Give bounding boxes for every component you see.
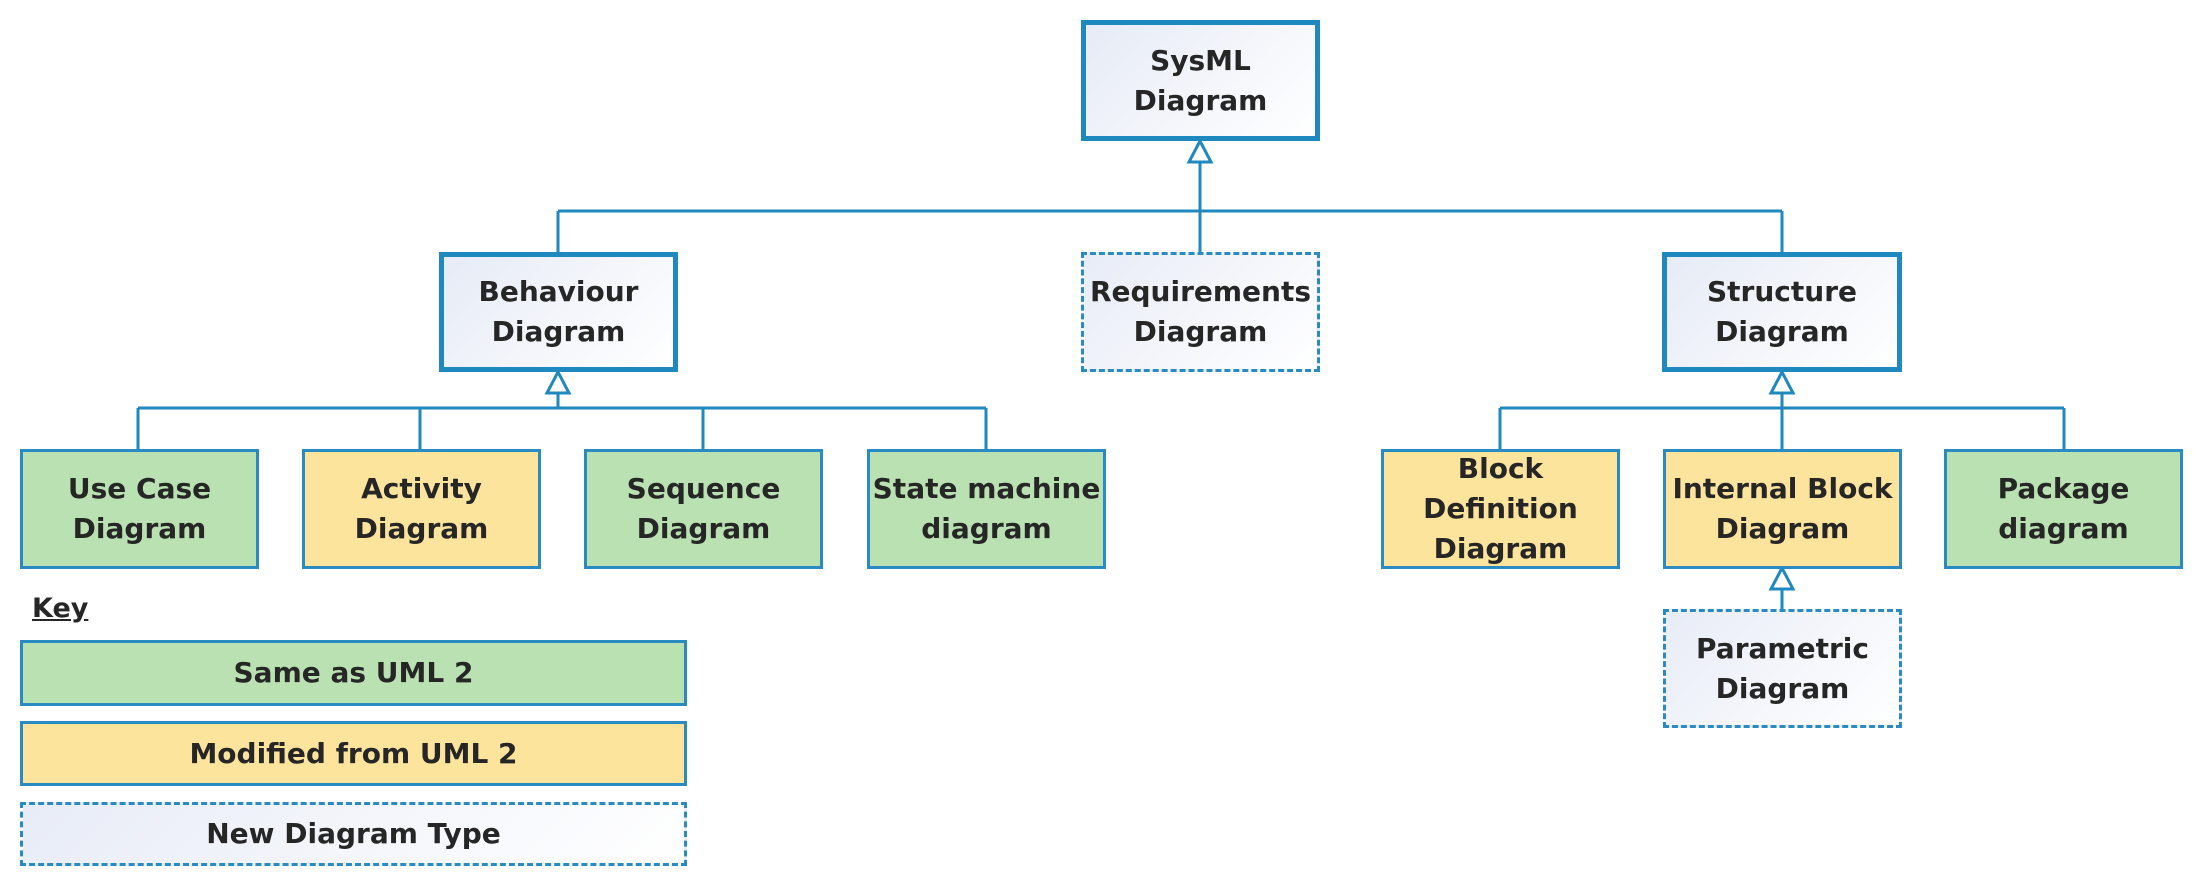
use-case-diagram-box: Use Case Diagram <box>20 449 259 569</box>
generalization-arrowhead-root <box>1186 137 1214 164</box>
key-modified-from-uml2: Modified from UML 2 <box>20 721 687 786</box>
requirements-diagram-label: Requirements Diagram <box>1089 275 1312 348</box>
state-machine-diagram-label: State machine diagram <box>872 472 1101 545</box>
parametric-diagram-label: Parametric Diagram <box>1696 631 1869 705</box>
sequence-diagram-box: Sequence Diagram <box>584 449 823 569</box>
state-machine-diagram-box: State machine diagram <box>867 449 1106 569</box>
key-title: Key <box>32 593 89 624</box>
sequence-diagram-label: Sequence Diagram <box>626 472 781 545</box>
activity-diagram-label: Activity Diagram <box>354 472 489 545</box>
key-modified-from-uml2-label: Modified from UML 2 <box>189 736 518 770</box>
block-definition-diagram-box: Block Definition Diagram <box>1381 449 1620 569</box>
generalization-arrowhead-structure <box>1768 368 1796 395</box>
generalization-arrowhead-internal-block <box>1768 564 1796 591</box>
key-new-diagram-type: New Diagram Type <box>20 802 687 866</box>
key-new-diagram-type-label: New Diagram Type <box>206 817 501 850</box>
behaviour-diagram-label: Behaviour Diagram <box>478 275 639 348</box>
structure-diagram-label: Structure Diagram <box>1706 275 1857 348</box>
block-definition-diagram-label: Block Definition Diagram <box>1423 452 1578 565</box>
internal-block-diagram-box: Internal Block Diagram <box>1663 449 1902 569</box>
parametric-diagram-box: Parametric Diagram <box>1663 609 1902 728</box>
sysml-diagram-label: SysML Diagram <box>1133 43 1268 117</box>
requirements-diagram-box: Requirements Diagram <box>1081 252 1320 372</box>
internal-block-diagram-label: Internal Block Diagram <box>1672 472 1893 545</box>
activity-diagram-box: Activity Diagram <box>302 449 541 569</box>
behaviour-diagram-box: Behaviour Diagram <box>439 252 678 372</box>
generalization-arrowhead-behaviour <box>544 368 572 395</box>
key-same-as-uml2: Same as UML 2 <box>20 640 687 706</box>
package-diagram-box: Package diagram <box>1944 449 2183 569</box>
structure-diagram-box: Structure Diagram <box>1662 252 1902 372</box>
use-case-diagram-label: Use Case Diagram <box>67 472 212 545</box>
key-same-as-uml2-label: Same as UML 2 <box>233 656 474 689</box>
sysml-diagram-box: SysML Diagram <box>1081 20 1320 141</box>
package-diagram-label: Package diagram <box>1997 472 2130 545</box>
